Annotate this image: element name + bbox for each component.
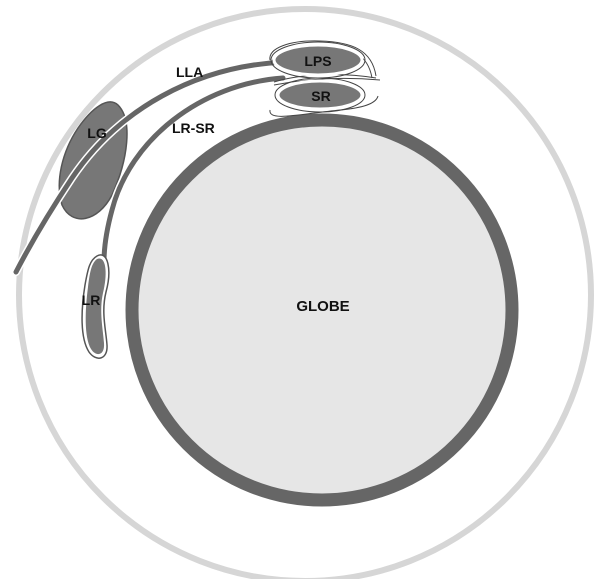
label-lps: LPS <box>304 53 331 69</box>
label-lr: LR <box>82 292 101 308</box>
label-lg: LG <box>87 125 107 141</box>
label-sr: SR <box>311 88 330 104</box>
label-lr-sr: LR-SR <box>172 120 215 136</box>
label-lla: LLA <box>176 64 203 80</box>
label-globe: GLOBE <box>296 298 349 315</box>
